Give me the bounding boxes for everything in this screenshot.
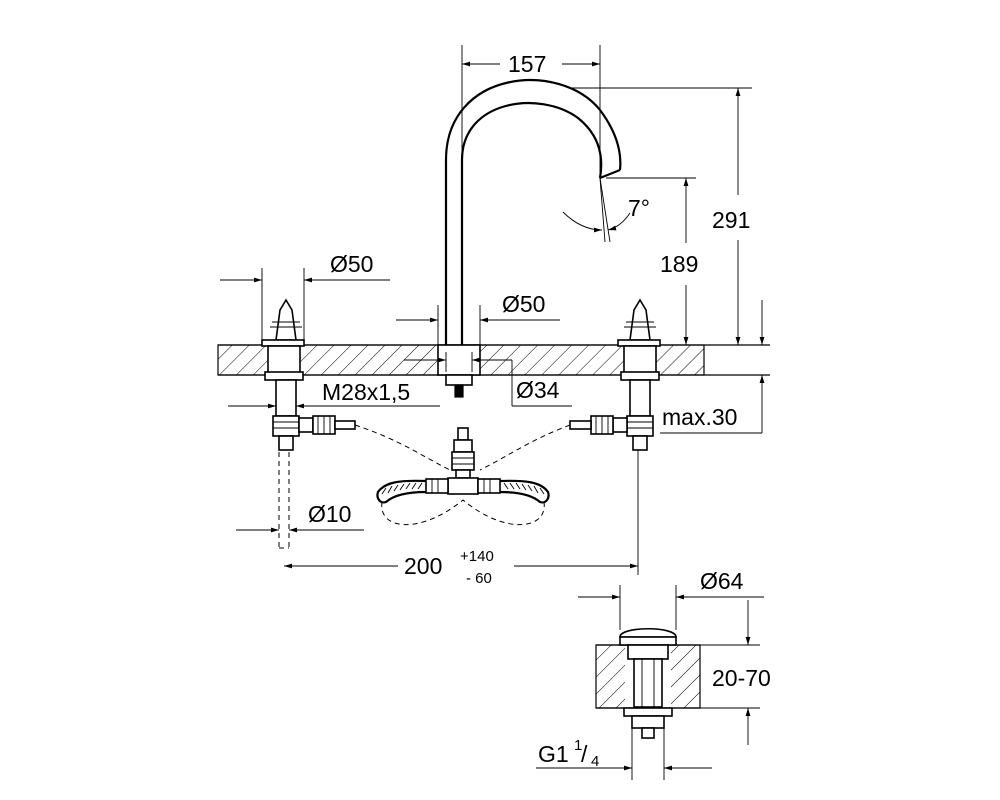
right-handle-valve	[569, 298, 661, 451]
dim-handle-diameter: Ø50	[220, 251, 390, 340]
dim-max-thickness-label: max.30	[662, 404, 737, 430]
dim-spout-base-diameter-label: Ø50	[502, 291, 545, 317]
dim-drain-thread-label: G1	[538, 741, 569, 767]
spout-angle-indicator: 7°	[562, 177, 650, 243]
dim-drain-thickness-label: 20-70	[712, 665, 771, 691]
dim-handle-diameter-label: Ø50	[330, 251, 373, 277]
dim-total-height-label: 291	[712, 207, 750, 233]
dim-spout-height: 189	[606, 177, 698, 345]
dim-drain-thread: G1 1 / 4	[536, 728, 712, 780]
dim-drain-diameter: Ø64	[578, 568, 764, 630]
dim-spout-reach: 157	[461, 45, 601, 175]
dim-total-height: 291	[572, 87, 752, 345]
dim-spread-tol-plus: +140	[460, 548, 494, 565]
mixing-tee-and-hoses	[376, 427, 550, 526]
dim-thread: M28x1,5	[228, 379, 440, 409]
dim-spout-reach-label: 157	[508, 51, 546, 77]
dim-spread-tol-minus: - 60	[466, 570, 492, 587]
dim-hole-diameter: Ø34	[404, 352, 572, 407]
dim-spread: 200 +140 - 60	[284, 450, 639, 587]
spout-angle-label: 7°	[628, 195, 650, 221]
dim-hose-diameter-label: Ø10	[308, 501, 351, 527]
dim-hose-diameter: Ø10	[236, 501, 364, 533]
dim-max-thickness: max.30	[660, 300, 765, 434]
dim-drain-diameter-label: Ø64	[700, 568, 744, 594]
dim-drain-thread-sup: 1	[574, 737, 582, 754]
dim-drain-thread-slash: /	[581, 741, 588, 767]
dim-spout-base-diameter: Ø50	[396, 291, 560, 345]
dim-drain-thread-sub: 4	[591, 753, 599, 770]
dim-spout-height-label: 189	[660, 251, 698, 277]
dim-spread-label: 200	[404, 553, 442, 579]
dim-hole-diameter-label: Ø34	[516, 377, 560, 403]
dim-thread-label: M28x1,5	[322, 379, 410, 405]
left-handle-valve	[261, 298, 356, 451]
dim-drain-thickness: 20-70	[700, 600, 771, 745]
left-hose-lower	[278, 452, 290, 549]
drain-assembly	[595, 628, 701, 739]
